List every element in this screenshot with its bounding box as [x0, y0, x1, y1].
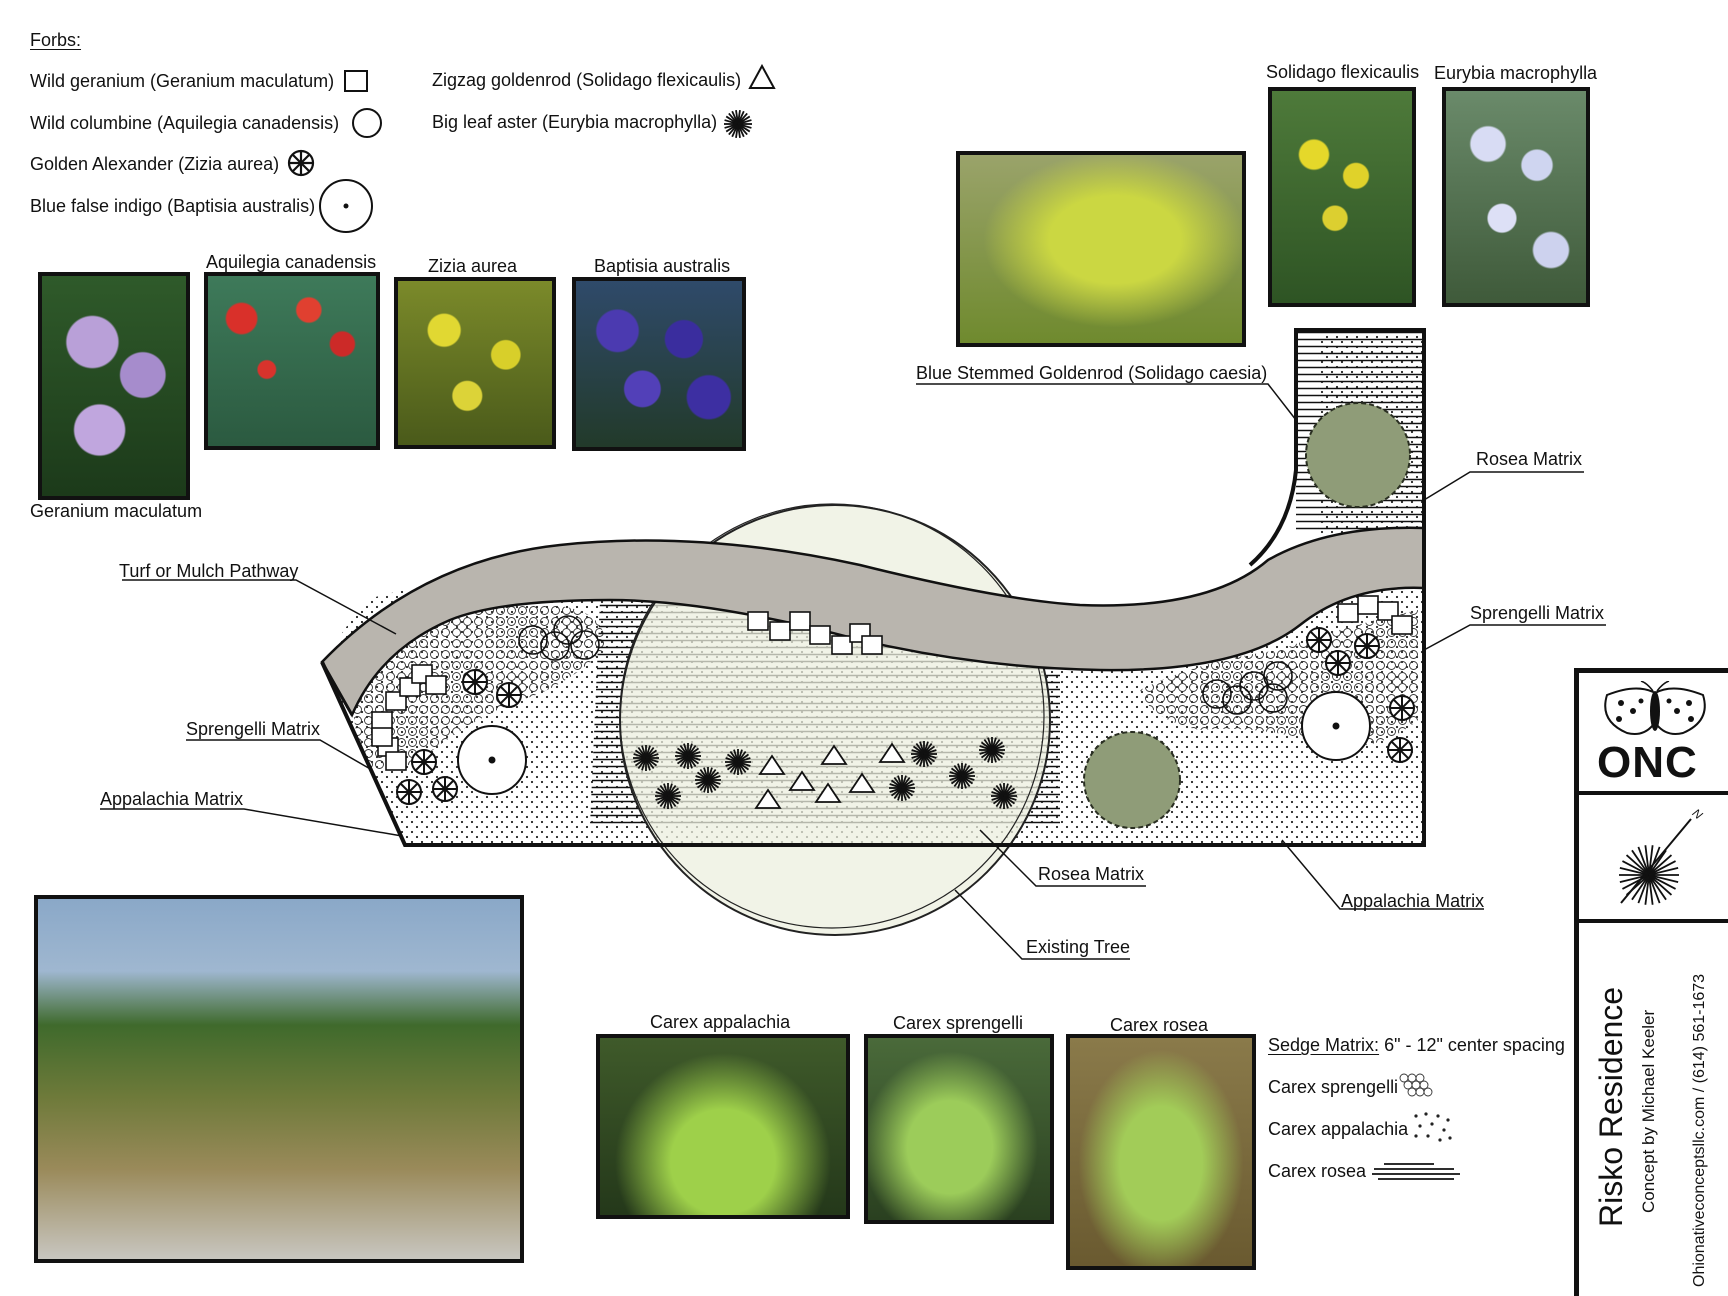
legend-solidago-label: Zigzag goldenrod (Solidago flexicaulis): [432, 70, 742, 90]
sedge-matrix-title: Sedge Matrix: 6" - 12" center spacing: [1268, 1036, 1565, 1054]
legend-columbine-label: Wild columbine (Aquilegia canadensis): [30, 113, 340, 133]
zizia-photo: [394, 277, 556, 449]
logo-text: ONC: [1597, 738, 1698, 787]
aquilegia-photo-caption: Aquilegia canadensis: [206, 252, 377, 272]
carex-appalachia-photo: [596, 1034, 850, 1219]
turf-pathway-label: Turf or Mulch Pathway: [119, 561, 299, 581]
site-photo: [34, 895, 524, 1263]
blue-stemmed-goldenrod-label: Blue Stemmed Goldenrod (Solidago caesia): [916, 363, 1268, 383]
solidago-symbols: [754, 742, 906, 809]
sprengelli-matrix-right-label: Sprengelli Matrix: [1470, 603, 1605, 623]
blue-stemmed-goldenrod-photo: [956, 151, 1246, 347]
geranium-symbols: [371, 595, 1413, 771]
turf-pathway: [320, 526, 1426, 718]
project-subtitle: Concept by Michael Keeler: [1639, 1009, 1658, 1213]
logo-box: ONC: [1579, 673, 1728, 795]
triangle-symbol-icon: [748, 64, 776, 89]
carex-sprengelli-caption: Carex sprengelli: [893, 1013, 1024, 1033]
columbine-symbols: [518, 615, 1293, 715]
legend-geranium-label: Wild geranium (Geranium maculatum): [30, 71, 335, 91]
sprengelli-matrix-left-label: Sprengelli Matrix: [186, 719, 321, 739]
dotted-circle-symbol-icon: [319, 179, 373, 233]
baptisia-symbols: [457, 691, 1371, 795]
shrub-center: [1083, 731, 1181, 829]
existing-tree-label: Existing Tree: [1026, 937, 1131, 957]
baptisia-photo: [572, 277, 746, 451]
dots-symbol-icon: [1414, 1112, 1452, 1142]
square-symbol-icon: [344, 70, 368, 92]
circle-symbol-icon: [352, 108, 382, 138]
title-block: ONC N Risko Residence Concept by Michael…: [1574, 668, 1728, 1296]
small-circles-symbol-icon: [1399, 1073, 1433, 1097]
lines-symbol-icon: [1372, 1163, 1460, 1180]
sedge-rosea-label: Carex rosea: [1268, 1161, 1367, 1181]
bed-outline: [320, 328, 1426, 847]
project-title: Risko Residence: [1593, 986, 1629, 1227]
geranium-photo-caption: Geranium maculatum: [30, 501, 203, 521]
appalachia-matrix-left-label: Appalachia Matrix: [100, 789, 244, 809]
eurybia-symbols: [633, 737, 1017, 809]
solidago-photo: [1268, 87, 1416, 307]
sedge-appalachia-label: Carex appalachia: [1268, 1119, 1409, 1139]
eurybia-photo: [1442, 87, 1590, 307]
legend-eurybia-label: Big leaf aster (Eurybia macrophylla): [432, 112, 718, 132]
carex-rosea-photo: [1066, 1034, 1256, 1270]
baptisia-photo-caption: Baptisia australis: [594, 256, 731, 276]
spoked-circle-symbol-icon: [287, 149, 315, 177]
geranium-photo: [38, 272, 190, 500]
solidago-caesia-shrub: [1305, 402, 1411, 508]
sedge-sprengelli-label: Carex sprengelli: [1268, 1077, 1399, 1097]
forbs-heading: Forbs:: [30, 30, 82, 50]
legend-zizia-label: Golden Alexander (Zizia aurea): [30, 154, 280, 174]
north-arrow-box: N: [1579, 795, 1728, 923]
contact-info: Ohionativeconceptsllc.com / (614) 561-16…: [1691, 973, 1708, 1287]
sedge-matrix-spacing: 6" - 12" center spacing: [1379, 1035, 1565, 1055]
zizia-photo-caption: Zizia aurea: [428, 256, 518, 276]
sedge-matrix-title-underlined: Sedge Matrix:: [1268, 1035, 1380, 1055]
moth-logo-icon: [1604, 681, 1706, 735]
appalachia-matrix-right-label: Appalachia Matrix: [1341, 891, 1485, 911]
aquilegia-photo: [204, 272, 380, 450]
zizia-symbols: [396, 627, 1415, 805]
carex-rosea-caption: Carex rosea: [1110, 1015, 1209, 1035]
rosea-matrix-top-label: Rosea Matrix: [1476, 449, 1583, 469]
north-arrow-icon: [1619, 818, 1692, 905]
rosea-matrix-bottom-label: Rosea Matrix: [1038, 864, 1145, 884]
leader-lines: [100, 383, 1606, 960]
legend-baptisia-label: Blue false indigo (Baptisia australis): [30, 196, 316, 216]
carex-sprengelli-photo: [864, 1034, 1054, 1224]
eurybia-photo-caption: Eurybia macrophylla: [1434, 63, 1598, 83]
solidago-photo-caption: Solidago flexicaulis: [1266, 62, 1420, 82]
starburst-symbol-icon: [724, 110, 752, 138]
carex-appalachia-caption: Carex appalachia: [650, 1012, 791, 1032]
